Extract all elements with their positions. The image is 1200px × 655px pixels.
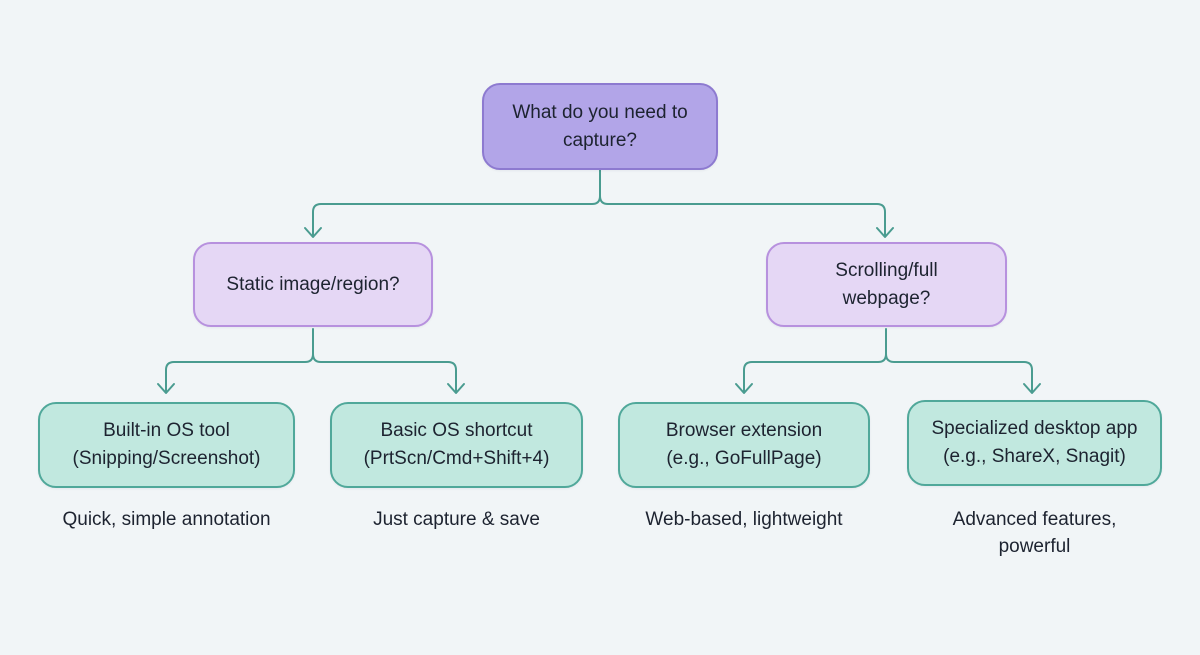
arrow-down-icon <box>1023 383 1041 394</box>
arrow-down-icon <box>304 227 322 238</box>
connector-root-to-scrolling <box>599 195 894 238</box>
node-root-question: What do you need to capture? <box>482 83 718 170</box>
caption-basic-os-shortcut: Just capture & save <box>373 509 540 530</box>
connector-scrolling-to-desktop-app <box>885 353 1041 394</box>
node-static-image-region: Static image/region? <box>193 242 433 327</box>
arrow-down-icon <box>735 383 753 394</box>
node-scrolling-full-webpage: Scrolling/full webpage? <box>766 242 1007 327</box>
node-specialized-desktop-app: Specialized desktop app (e.g., ShareX, S… <box>907 400 1162 486</box>
arrow-down-icon <box>157 383 175 394</box>
arrow-down-icon <box>447 383 465 394</box>
caption-builtin-os-tool: Quick, simple annotation <box>62 509 271 530</box>
caption-specialized-desktop-app: Advanced features, powerful <box>952 509 1117 557</box>
arrow-down-icon <box>876 227 894 238</box>
node-builtin-os-tool: Built-in OS tool (Snipping/Screenshot) <box>38 402 295 488</box>
connector-root-to-static <box>304 169 601 238</box>
connector-static-to-builtin <box>157 328 314 394</box>
connector-static-to-shortcut <box>312 353 465 394</box>
node-browser-extension: Browser extension (e.g., GoFullPage) <box>618 402 870 488</box>
caption-browser-extension: Web-based, lightweight <box>645 509 843 530</box>
node-basic-os-shortcut: Basic OS shortcut (PrtScn/Cmd+Shift+4) <box>330 402 583 488</box>
connector-scrolling-to-extension <box>735 328 887 394</box>
